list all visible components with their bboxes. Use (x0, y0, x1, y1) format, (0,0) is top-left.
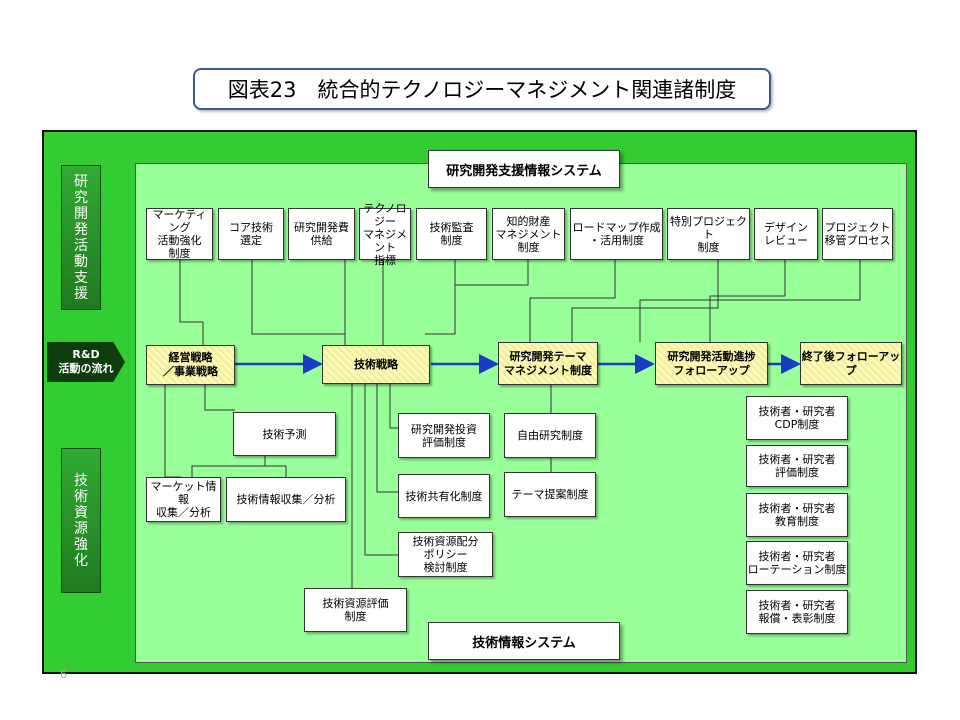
post-completion-followup-box: 終了後フォローアップ (800, 342, 902, 385)
tech-info-system: 技術情報システム (428, 622, 620, 660)
tech-forecast-box: 技術予測 (233, 412, 336, 456)
hr-education-box: 技術者・研究者 教育制度 (746, 493, 848, 537)
side-char: 開 (74, 205, 88, 222)
free-research-box: 自由研究制度 (504, 413, 596, 458)
side-label-rd-support: 研 究 開 発 活 動 支 援 (61, 165, 101, 310)
theme-proposal-box: テーマ提案制度 (504, 472, 596, 517)
page-number: 6 (60, 668, 67, 681)
roadmap-box: ロードマップ作成 ・活用制度 (570, 208, 663, 260)
design-review-box: デザイン レビュー (754, 208, 818, 260)
ip-mgmt-box: 知的財産 マネジメント 制度 (492, 208, 565, 260)
tech-strategy-box: 技術戦略 (322, 345, 430, 384)
side-char: 術 (74, 488, 88, 505)
rd-investment-eval-box: 研究開発投資 評価制度 (398, 413, 490, 458)
side-char: 強 (74, 536, 88, 553)
market-info-box: マーケット情報 収集／分析 (146, 477, 221, 522)
side-char: 発 (74, 221, 88, 238)
side-char: 源 (74, 520, 88, 537)
project-transfer-box: プロジェクト 移管プロセス (822, 208, 893, 260)
special-project-box: 特別プロジェクト 制度 (667, 208, 750, 260)
rd-flow-label-line1: R&D (72, 348, 100, 361)
side-char: 資 (74, 504, 88, 521)
page-title: 図表23 統合的テクノロジーマネジメント関連諸制度 (193, 68, 771, 110)
rd-support-info-system: 研究開発支援情報システム (428, 150, 620, 188)
hr-evaluation-box: 技術者・研究者 評価制度 (746, 445, 848, 487)
side-char: 動 (74, 253, 88, 270)
hr-reward-box: 技術者・研究者 報償・表彰制度 (746, 590, 848, 634)
resource-eval-box: 技術資源評価 制度 (304, 588, 407, 632)
side-char: 支 (74, 269, 88, 286)
rd-flow-arrow-label: R&D 活動の流れ (47, 342, 125, 382)
hr-cdp-box: 技術者・研究者 CDP制度 (746, 396, 848, 440)
side-char: 究 (74, 189, 88, 206)
tech-info-collection-box: 技術情報収集／分析 (226, 477, 346, 522)
marketing-enhancement-box: マーケティング 活動強化 制度 (146, 208, 213, 260)
rd-progress-followup-box: 研究開発活動進捗 フォローアップ (655, 342, 768, 385)
rd-theme-mgmt-box: 研究開発テーマ マネジメント制度 (498, 342, 598, 385)
rd-funding-box: 研究開発費 供給 (288, 208, 355, 260)
management-strategy-box: 経営戦略 ／事業戦略 (146, 345, 235, 385)
side-char: 化 (74, 552, 88, 569)
side-char: 研 (74, 173, 88, 190)
side-char: 活 (74, 237, 88, 254)
tech-audit-box: 技術監査 制度 (416, 208, 487, 260)
resource-allocation-box: 技術資源配分 ポリシー 検討制度 (398, 532, 493, 577)
tech-mgmt-indicator-box: テクノロジー マネジメント 指標 (359, 202, 411, 267)
side-char: 援 (74, 285, 88, 302)
side-label-tech-resource: 技 術 資 源 強 化 (61, 448, 101, 593)
hr-rotation-box: 技術者・研究者 ローテーション制度 (746, 541, 848, 585)
side-char: 技 (74, 472, 88, 489)
rd-flow-label-line2: 活動の流れ (58, 362, 114, 375)
core-tech-selection-box: コア技術 選定 (218, 208, 284, 260)
tech-sharing-box: 技術共有化制度 (398, 474, 490, 518)
